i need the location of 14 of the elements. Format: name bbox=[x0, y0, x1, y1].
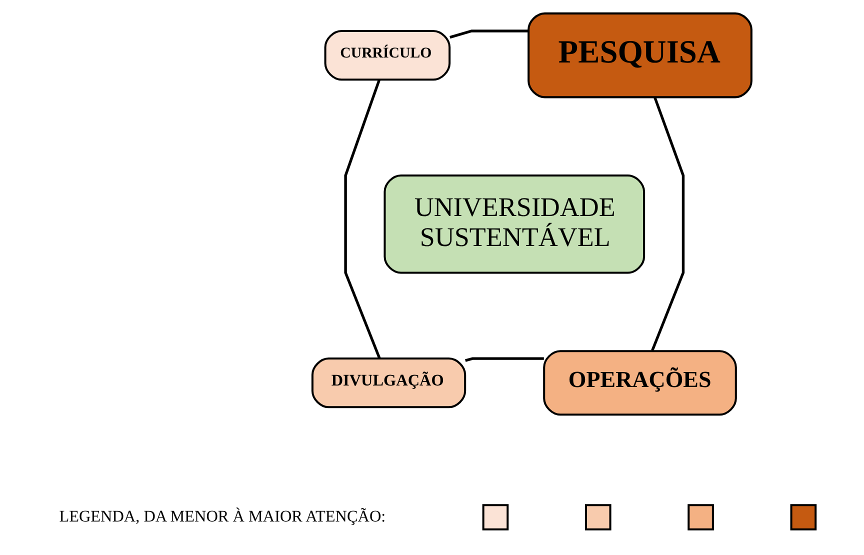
connector bbox=[651, 97, 685, 352]
node-box: DIVULGAÇÃO bbox=[311, 358, 466, 408]
label: LEGENDA, DA MENOR À MAIOR ATENÇÃO: bbox=[59, 507, 386, 526]
node-box: PESQUISA bbox=[528, 12, 752, 98]
node-box bbox=[482, 504, 509, 530]
connector bbox=[465, 357, 544, 362]
node-box: CURRÍCULO bbox=[324, 30, 451, 81]
connector bbox=[344, 80, 381, 359]
node-box bbox=[688, 504, 714, 530]
connector bbox=[450, 30, 528, 39]
node-box: UNIVERSIDADE SUSTENTÁVEL bbox=[384, 174, 646, 274]
node-box: OPERAÇÕES bbox=[543, 350, 737, 416]
node-box bbox=[790, 504, 817, 530]
node-box bbox=[584, 504, 612, 530]
